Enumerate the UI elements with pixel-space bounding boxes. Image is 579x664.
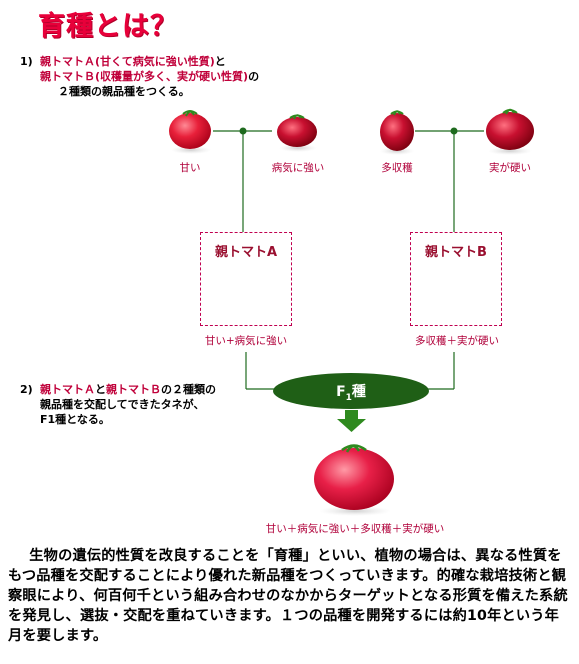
f1-label-f: F bbox=[336, 384, 346, 400]
parent-b-caption: 多収穫＋実が硬い bbox=[415, 335, 499, 347]
step2-number: 2) bbox=[20, 383, 33, 396]
step1-text: 1) 親トマトＡ(甘くて病気に強い性質)と 親トマトＢ(収穫量が多く、実が硬い性… bbox=[20, 54, 320, 102]
step1-parent-b-desc: 親トマトＢ(収穫量が多く、実が硬い性質) bbox=[40, 70, 249, 83]
f1-label-sub: 1 bbox=[345, 392, 352, 403]
step1-number: 1) bbox=[20, 55, 33, 68]
step2-conj: と bbox=[95, 383, 106, 396]
tomato-sweet-icon bbox=[169, 110, 211, 154]
parent-a-title: 親トマトA bbox=[214, 245, 278, 260]
f1-label: F1種 bbox=[300, 381, 402, 403]
trait-label-hard: 実が硬い bbox=[489, 162, 531, 174]
trait-label-disease: 病気に強い bbox=[271, 162, 325, 174]
step2-parent-b: 親トマトＢ bbox=[106, 383, 161, 396]
step1-line3: ２種類の親品種をつくる。 bbox=[58, 85, 190, 98]
tomato-f1-icon bbox=[314, 444, 394, 516]
description-paragraph: 生物の遺伝的性質を改良することを「育種」といい、植物の場合は、異なる性質をもつ品… bbox=[8, 548, 568, 644]
step2-line1-tail: の２種類の bbox=[161, 383, 216, 396]
parent-a-caption: 甘い+病気に強い bbox=[204, 335, 288, 347]
trait-label-yield: 多収穫 bbox=[381, 162, 413, 174]
parent-b-box: 親トマトB bbox=[410, 232, 502, 326]
tomato-disease-resistant-icon bbox=[277, 114, 317, 152]
tomato-high-yield-icon bbox=[380, 110, 414, 155]
parent-b-title: 親トマトB bbox=[425, 245, 487, 260]
step2-line2: 親品種を交配してできたタネが、 bbox=[40, 398, 205, 411]
tomato-hard-fruit-icon bbox=[486, 108, 534, 155]
step1-particle: の bbox=[248, 70, 260, 83]
step2-line3: F1種となる。 bbox=[40, 413, 110, 426]
step2-text: 2) 親トマトＡと親トマトＢの２種類の 親品種を交配してできたタネが、 F1種と… bbox=[20, 382, 280, 430]
down-arrow-icon bbox=[337, 410, 366, 432]
f1-label-tail: 種 bbox=[351, 384, 366, 400]
f1-ellipse bbox=[273, 373, 429, 409]
step1-conj: と bbox=[214, 55, 226, 68]
trait-label-sweet: 甘い bbox=[179, 162, 201, 174]
step1-parent-a-desc: 親トマトＡ(甘くて病気に強い性質) bbox=[40, 55, 215, 68]
f1-caption: 甘い＋病気に強い＋多収穫＋実が硬い bbox=[265, 523, 445, 535]
parent-a-box: 親トマトA bbox=[200, 232, 292, 326]
step2-parent-a: 親トマトＡ bbox=[40, 383, 95, 396]
page-title: 育種とは？ bbox=[38, 11, 178, 42]
